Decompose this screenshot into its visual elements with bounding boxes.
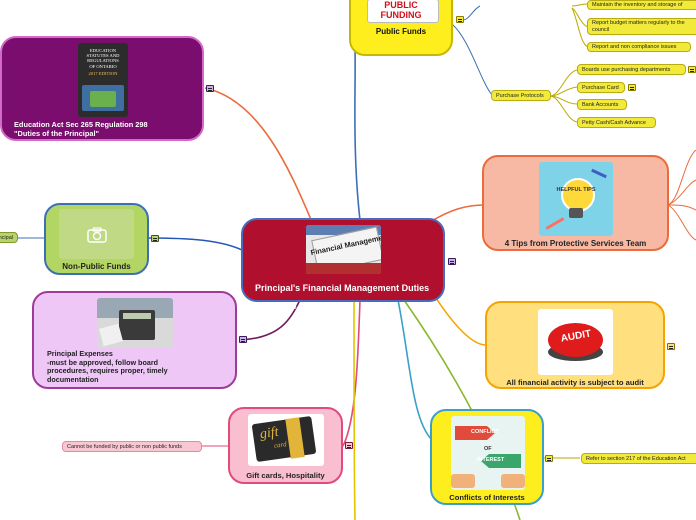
principal-expenses-text: Principal Expenses -must be approved, fo… bbox=[47, 349, 197, 384]
pf-item-non-compliance[interactable]: Report and non compliance issues bbox=[587, 42, 691, 52]
book-line-3: REGULATIONS bbox=[87, 58, 119, 64]
link-bottom bbox=[353, 299, 356, 520]
link-tips-out3 bbox=[667, 204, 696, 211]
pp-item-purchase-card-note-icon[interactable] bbox=[628, 84, 636, 91]
pf-item-inventory[interactable]: Maintain the inventory and storage of bbox=[587, 0, 696, 10]
non-public-note-icon[interactable] bbox=[151, 235, 159, 242]
gift-cards-leaf[interactable]: Cannot be funded by public or non public… bbox=[62, 441, 202, 452]
purchase-protocols-node[interactable]: Purchase Protocols bbox=[491, 90, 551, 101]
principal-expenses-title: Principal Expenses bbox=[47, 349, 113, 358]
conflicts-note-icon[interactable] bbox=[545, 455, 553, 462]
education-act-node[interactable]: EDUCATION STATUTES AND REGULATIONS OF ON… bbox=[0, 36, 204, 141]
camera-placeholder-image bbox=[59, 209, 134, 259]
link-tips-out2 bbox=[667, 179, 696, 206]
principal-expenses-detail: -must be approved, follow board procedur… bbox=[47, 357, 168, 384]
gift-card-image: gift card bbox=[248, 414, 324, 466]
non-public-leaf[interactable]: Principal bbox=[0, 232, 18, 243]
non-public-funds-title: Non-Public Funds bbox=[62, 262, 131, 271]
link-tips bbox=[429, 204, 486, 223]
link-audit bbox=[431, 291, 487, 346]
tips-node[interactable]: HELPFUL TIPS 4 Tips from Protective Serv… bbox=[482, 155, 669, 251]
link-tips-out4 bbox=[667, 204, 696, 241]
pp-item-bank-accounts[interactable]: Bank Accounts bbox=[577, 99, 627, 110]
central-node[interactable]: Financial Management Principal's Financi… bbox=[241, 218, 445, 311]
tips-title: 4 Tips from Protective Services Team bbox=[504, 239, 647, 248]
pp-item-purchase-card[interactable]: Purchase Card bbox=[577, 82, 625, 93]
link-pp-item4 bbox=[549, 95, 578, 123]
link-expenses bbox=[239, 299, 301, 341]
pp-item-boards-note-icon[interactable] bbox=[688, 66, 696, 73]
book-line-1: EDUCATION bbox=[89, 48, 117, 53]
helpful-tips-image: HELPFUL TIPS bbox=[539, 162, 613, 236]
link-public-funds bbox=[354, 49, 361, 221]
financial-management-image: Financial Management bbox=[306, 225, 381, 274]
public-funds-node[interactable]: PUBLIC FUNDING Public Funds bbox=[349, 0, 453, 56]
gift-cards-node[interactable]: gift card Gift cards, Hospitality bbox=[228, 407, 343, 484]
book-line-5: 2017 EDITION bbox=[88, 70, 118, 76]
conflicts-title: Conflicts of Interests bbox=[449, 493, 525, 502]
pf-item-report-budget[interactable]: Report budget matters regularly to the c… bbox=[587, 18, 696, 35]
link-pf-item3 bbox=[571, 7, 589, 48]
principal-expenses-node[interactable]: Principal Expenses -must be approved, fo… bbox=[32, 291, 237, 389]
education-act-note-icon[interactable] bbox=[206, 85, 214, 92]
link-education-act bbox=[204, 87, 313, 223]
link-pf-item2 bbox=[571, 7, 589, 28]
gift-cards-title: Gift cards, Hospitality bbox=[246, 471, 325, 480]
link-pf-item1 bbox=[571, 3, 589, 7]
central-title-block: Principal's Financial Management Duties … bbox=[255, 278, 440, 314]
central-title: Principal's Financial Management Duties bbox=[255, 283, 430, 293]
education-act-title: Education Act Sec 265 Regulation 298 "Du… bbox=[14, 120, 148, 138]
audit-button-image: AUDIT bbox=[538, 309, 613, 375]
public-funding-sign: PUBLIC FUNDING bbox=[380, 0, 422, 20]
book-line-2: STATUTES AND bbox=[86, 53, 120, 59]
gift-cards-note-icon[interactable] bbox=[345, 442, 353, 449]
conflicts-node[interactable]: CONFLICT OF INTEREST Conflicts of Intere… bbox=[430, 409, 544, 505]
conflict-of-interest-image: CONFLICT OF INTEREST bbox=[451, 416, 525, 490]
link-non-public bbox=[147, 237, 243, 251]
public-funds-title: Public Funds bbox=[375, 27, 427, 36]
conflict-image-mid: OF bbox=[484, 446, 492, 452]
link-tips-out1 bbox=[667, 149, 696, 206]
expenses-note-icon[interactable] bbox=[239, 336, 247, 343]
pf-item-report-budget-text: Report budget matters regularly to the c… bbox=[592, 20, 685, 33]
audit-title: All financial activity is subject to aud… bbox=[506, 378, 644, 387]
link-pf-items bbox=[461, 5, 481, 21]
conflict-image-bottom: INTEREST bbox=[477, 457, 505, 463]
non-public-funds-node[interactable]: Non-Public Funds bbox=[44, 203, 149, 275]
link-conflicts bbox=[397, 299, 433, 441]
pp-item-boards[interactable]: Boards use purchasing departments bbox=[577, 64, 686, 75]
public-funds-note-icon[interactable] bbox=[456, 16, 464, 23]
link-pf-to-purchase bbox=[451, 23, 493, 96]
camera-icon bbox=[87, 227, 107, 243]
public-funding-image: PUBLIC FUNDING bbox=[367, 0, 439, 23]
link-gift bbox=[342, 299, 361, 447]
pp-item-petty-cash[interactable]: Petty Cash/Cash Advance bbox=[577, 117, 656, 128]
audit-node[interactable]: AUDIT All financial activity is subject … bbox=[485, 301, 665, 389]
education-book-image: EDUCATION STATUTES AND REGULATIONS OF ON… bbox=[78, 43, 128, 117]
book-line-4: OF ONTARIO bbox=[89, 63, 117, 69]
central-note-icon[interactable] bbox=[448, 258, 456, 265]
helpful-tips-text: HELPFUL TIPS bbox=[556, 187, 596, 193]
audit-note-icon[interactable] bbox=[667, 343, 675, 350]
conflicts-leaf[interactable]: Refer to section 217 of the Education Ac… bbox=[581, 453, 696, 464]
conflict-image-top: CONFLICT bbox=[471, 429, 499, 435]
central-subtitle: By Protective Services Team bbox=[255, 304, 344, 311]
calculator-image bbox=[97, 298, 173, 348]
